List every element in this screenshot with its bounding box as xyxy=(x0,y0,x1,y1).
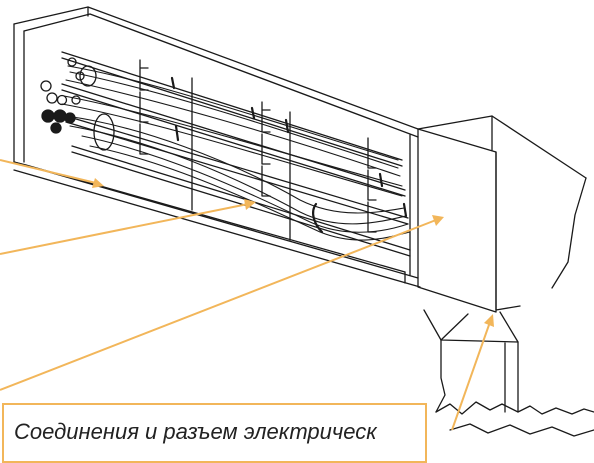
broken-edge xyxy=(435,401,594,415)
callout-arrows xyxy=(0,159,494,431)
junction-box-right-wall xyxy=(551,177,587,289)
down-pipe-collar-inner xyxy=(440,313,469,341)
arrow-icon xyxy=(0,159,104,188)
cable-ties xyxy=(170,76,408,234)
arrow-icon xyxy=(0,199,256,255)
duct-to-box-seam xyxy=(404,134,411,284)
arrow-icon xyxy=(451,314,494,431)
junction-box-side xyxy=(495,151,521,311)
duct-top-edge xyxy=(13,6,419,130)
duct-base xyxy=(13,169,421,288)
cable-ends xyxy=(40,57,115,151)
down-pipe-left xyxy=(435,339,446,413)
duct-bottom-lip xyxy=(13,161,419,279)
junction-box-front xyxy=(417,128,497,313)
down-pipe-collar xyxy=(423,309,519,343)
duct-inner-back xyxy=(23,13,419,138)
junction-box-top xyxy=(417,115,587,179)
caption-box: Соединения и разъем электрическ xyxy=(2,403,427,463)
diagram-canvas xyxy=(0,6,594,437)
caption-text: Соединения и разъем электрическ xyxy=(14,419,377,444)
broken-edge-lower xyxy=(449,423,594,437)
arrow-icon xyxy=(0,215,444,391)
cable-bundle xyxy=(61,65,411,241)
cable-tray-illustration: Соединения и разъем электрическ xyxy=(0,6,594,463)
support-rails xyxy=(61,51,411,257)
duct-bottom-inner xyxy=(25,164,406,273)
